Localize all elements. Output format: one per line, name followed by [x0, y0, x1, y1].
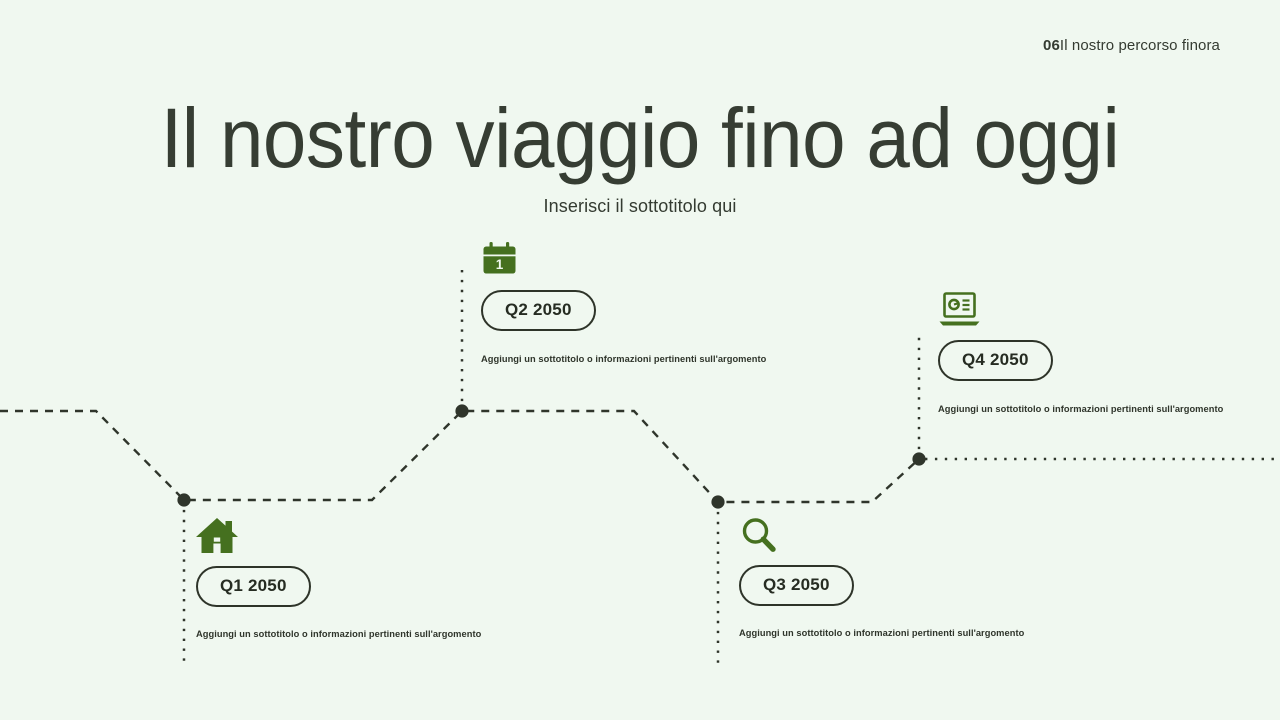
calendar-icon-day: 1: [496, 257, 504, 272]
milestone-q2-description: Aggiungi un sottotitolo o informazioni p…: [481, 354, 767, 364]
timeline-node-q1[interactable]: [177, 493, 191, 507]
timeline-node-q2[interactable]: [455, 404, 469, 418]
milestone-q3-description: Aggiungi un sottotitolo o informazioni p…: [739, 628, 1025, 638]
page-subtitle: Inserisci il sottotitolo qui: [543, 196, 737, 216]
milestone-q4[interactable]: Q4 2050 Aggiungi un sottotitolo o inform…: [938, 290, 1223, 414]
house-icon: [196, 518, 238, 553]
timeline-node-q3[interactable]: [711, 495, 725, 509]
section-label: Il nostro percorso finora: [1059, 37, 1220, 54]
milestone-q2-label[interactable]: Q2 2050: [481, 290, 596, 331]
timeline-segment-left: [0, 409, 1280, 504]
milestone-q1-description: Aggiungi un sottotitolo o informazioni p…: [196, 629, 482, 639]
section-number: 06: [1043, 37, 1060, 54]
milestone-q2[interactable]: 1 Q2 2050 Aggiungi un sottotitolo o info…: [481, 240, 766, 364]
milestone-q3[interactable]: Q3 2050 Aggiungi un sottotitolo o inform…: [739, 515, 1024, 638]
milestone-q3-label[interactable]: Q3 2050: [739, 565, 854, 606]
milestone-q1[interactable]: Q1 2050 Aggiungi un sottotitolo o inform…: [196, 516, 481, 639]
milestone-q4-description: Aggiungi un sottotitolo o informazioni p…: [938, 404, 1224, 414]
milestone-q4-label[interactable]: Q4 2050: [938, 340, 1053, 381]
search-icon: [742, 518, 776, 552]
laptop-chart-icon: [939, 292, 980, 326]
milestone-q1-label[interactable]: Q1 2050: [196, 566, 311, 607]
calendar-icon: 1: [483, 242, 516, 274]
page-title: Il nostro viaggio fino ad oggi: [160, 91, 1120, 185]
timeline-node-q4[interactable]: [912, 452, 926, 466]
section-eyebrow: 06Il nostro percorso finora: [1043, 37, 1220, 54]
